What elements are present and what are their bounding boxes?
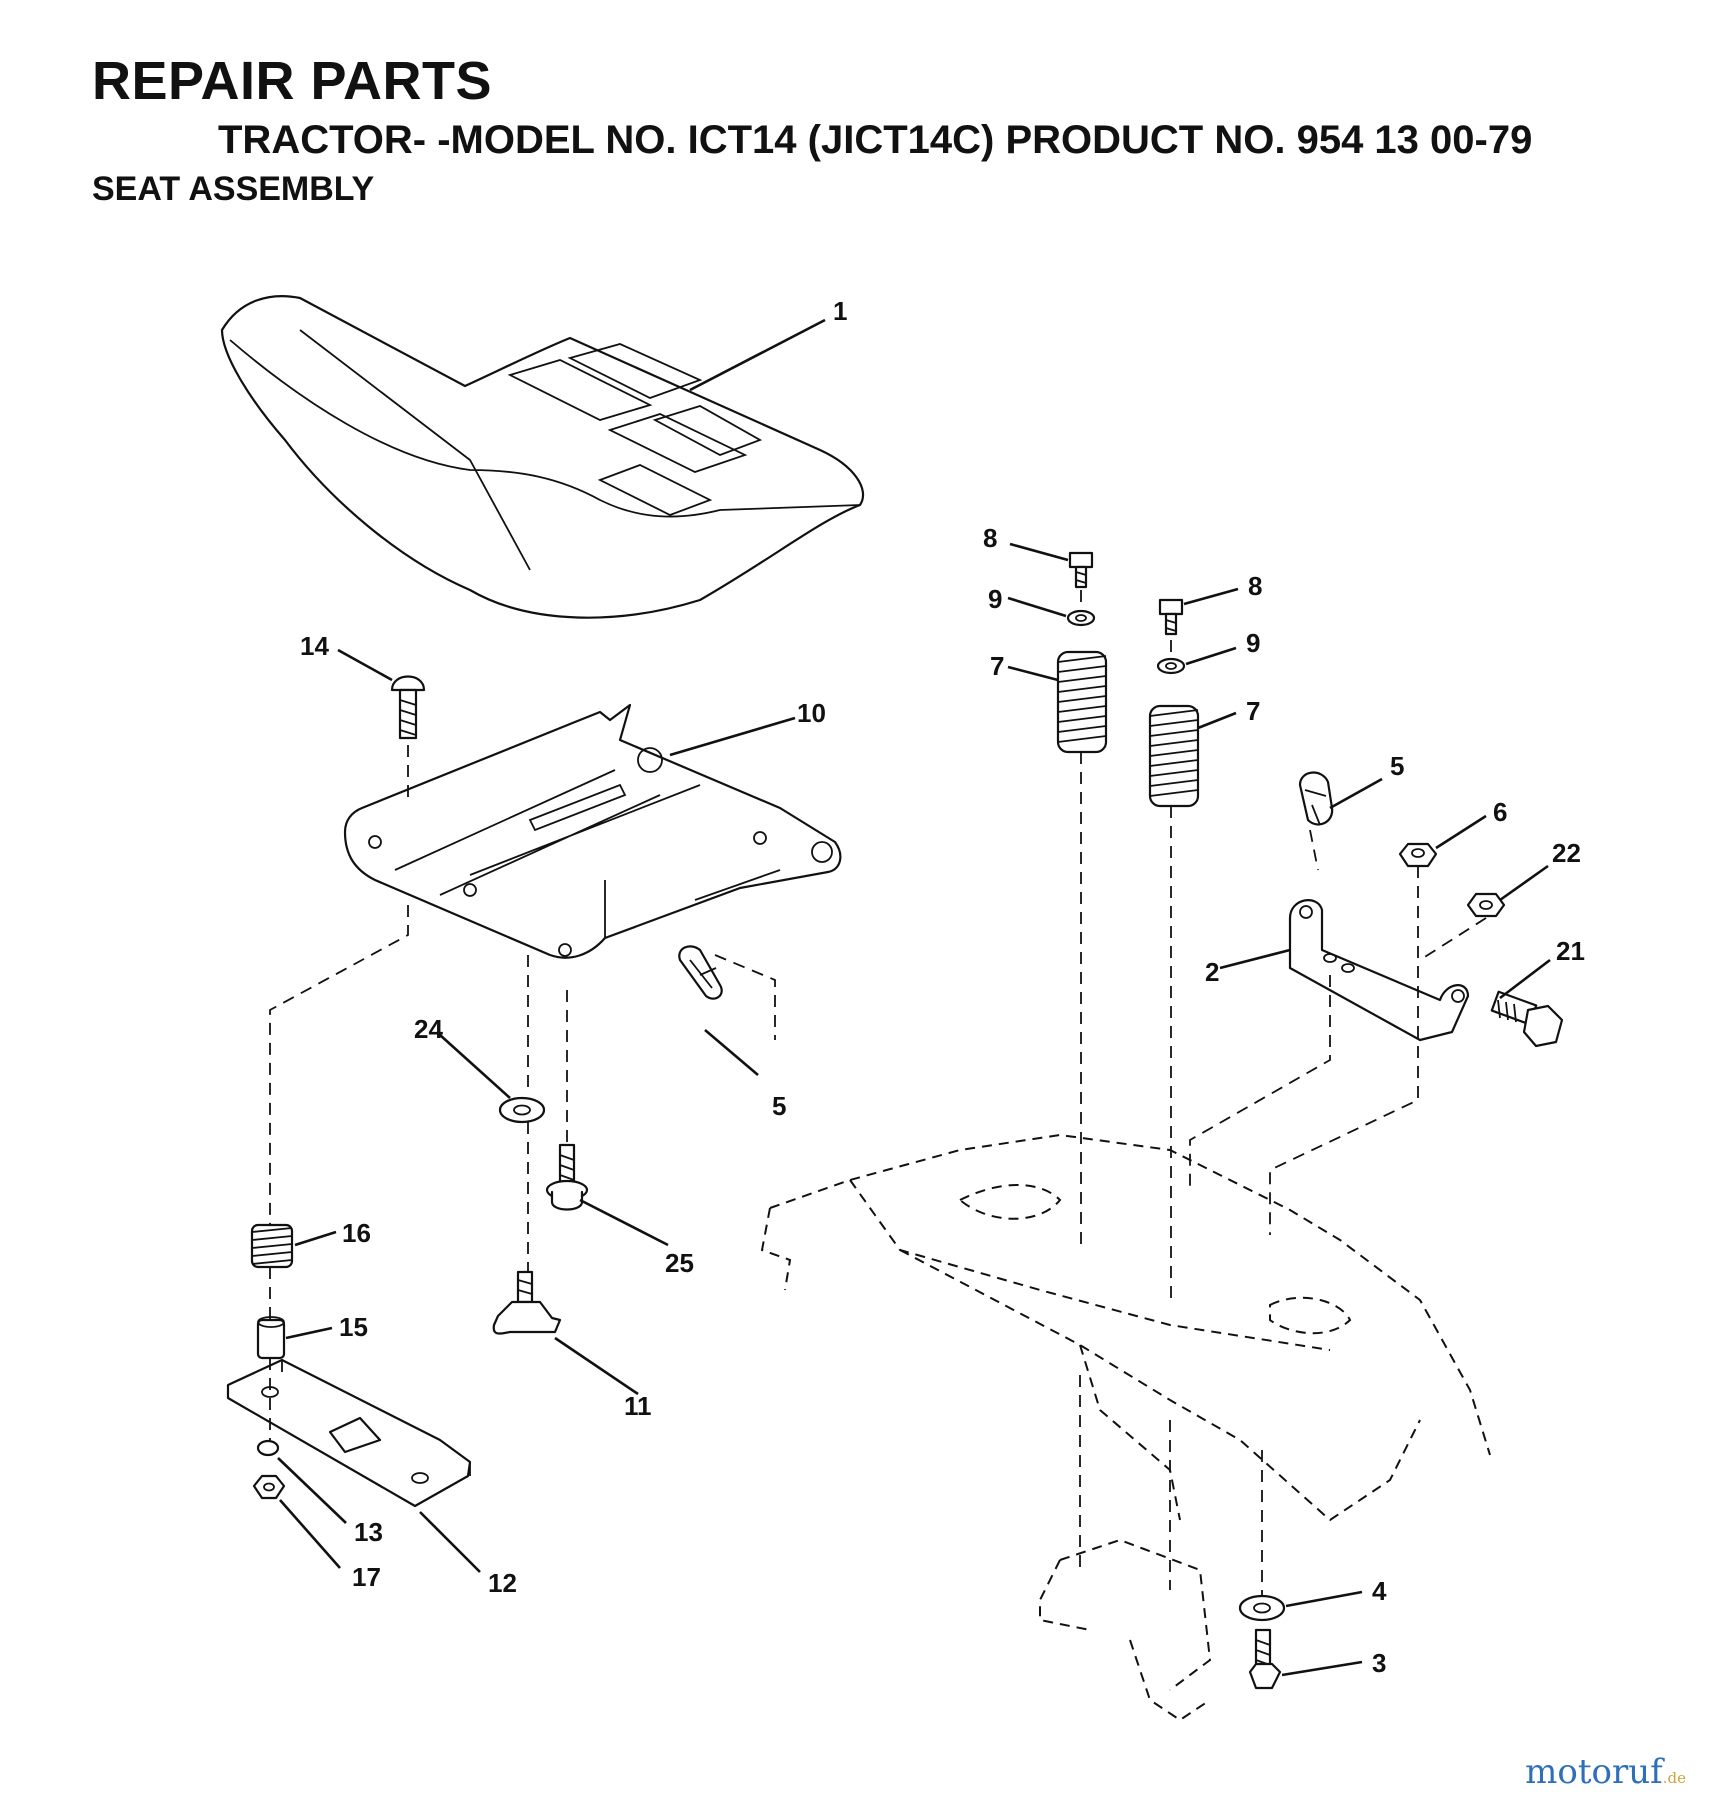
callout-2: 2	[1205, 957, 1219, 987]
callout-8a: 8	[983, 523, 997, 553]
callout-25: 25	[665, 1248, 694, 1278]
callout-16: 16	[342, 1218, 371, 1248]
leader-lines	[277, 318, 1551, 1677]
spacer-part	[256, 1316, 286, 1360]
model-line: TRACTOR- -MODEL NO. ICT14 (JICT14C) PROD…	[218, 118, 1533, 162]
watermark-brand: motoruf	[1525, 1752, 1663, 1792]
lock-nut-part-17	[252, 1474, 286, 1500]
plate-part	[226, 1358, 472, 1508]
callout-21: 21	[1556, 936, 1585, 966]
callout-13: 13	[354, 1517, 383, 1547]
callout-labels: 1 2 3 4 5 5 6 7 7 8 8 9 9 10 11 12 13 14…	[300, 296, 1585, 1678]
bracket-part	[1288, 899, 1470, 1042]
callout-10: 10	[797, 698, 826, 728]
callout-12: 12	[488, 1568, 517, 1598]
washer-part-9-left	[1066, 609, 1096, 627]
callout-9b: 9	[1246, 628, 1260, 658]
knob-part	[492, 1270, 562, 1335]
callout-9a: 9	[988, 584, 1002, 614]
shoulder-bolt-part	[545, 1143, 589, 1211]
carriage-bolt-part	[390, 675, 426, 740]
bolt-part-8-left	[1068, 551, 1094, 589]
callout-14: 14	[300, 631, 329, 661]
clip-part-left	[678, 945, 723, 1000]
hex-nut-part-22	[1466, 892, 1506, 918]
bolt-part-21	[1490, 990, 1564, 1048]
callout-17: 17	[352, 1562, 381, 1592]
site-watermark: motoruf.de	[1525, 1752, 1686, 1792]
callout-8b: 8	[1248, 571, 1262, 601]
callout-7a: 7	[990, 651, 1004, 681]
callout-7b: 7	[1246, 696, 1260, 726]
callout-3: 3	[1372, 1648, 1386, 1678]
seat-pan-part	[343, 703, 842, 959]
seat-part	[220, 295, 865, 619]
bolt-part-3	[1248, 1628, 1282, 1690]
washer-part-9-right	[1156, 657, 1186, 675]
spring-part-7-right	[1148, 704, 1200, 808]
bolt-part-8-right	[1158, 598, 1184, 636]
callout-6: 6	[1493, 797, 1507, 827]
callout-11: 11	[624, 1391, 652, 1421]
callout-1: 1	[833, 296, 847, 326]
hex-nut-part-6	[1398, 842, 1438, 868]
tractor-frame-phantom	[760, 1133, 1491, 1722]
section-title: SEAT ASSEMBLY	[92, 170, 375, 208]
nut-part-13	[256, 1439, 280, 1457]
washer-part-24	[498, 1096, 546, 1124]
page-heading: REPAIR PARTS	[92, 51, 493, 111]
spring-part-7-left	[1056, 650, 1108, 754]
watermark-tld: .de	[1662, 1769, 1686, 1787]
callout-5a: 5	[1390, 751, 1404, 781]
callout-5b: 5	[772, 1091, 786, 1121]
callout-4: 4	[1372, 1576, 1387, 1606]
callout-15: 15	[339, 1312, 368, 1342]
assembly-dash-lines	[269, 590, 1487, 1595]
spring-part-16	[250, 1223, 294, 1269]
washer-part-4	[1238, 1594, 1286, 1622]
clip-part-right	[1298, 771, 1334, 826]
callout-22: 22	[1552, 838, 1581, 868]
callout-24: 24	[414, 1014, 443, 1044]
